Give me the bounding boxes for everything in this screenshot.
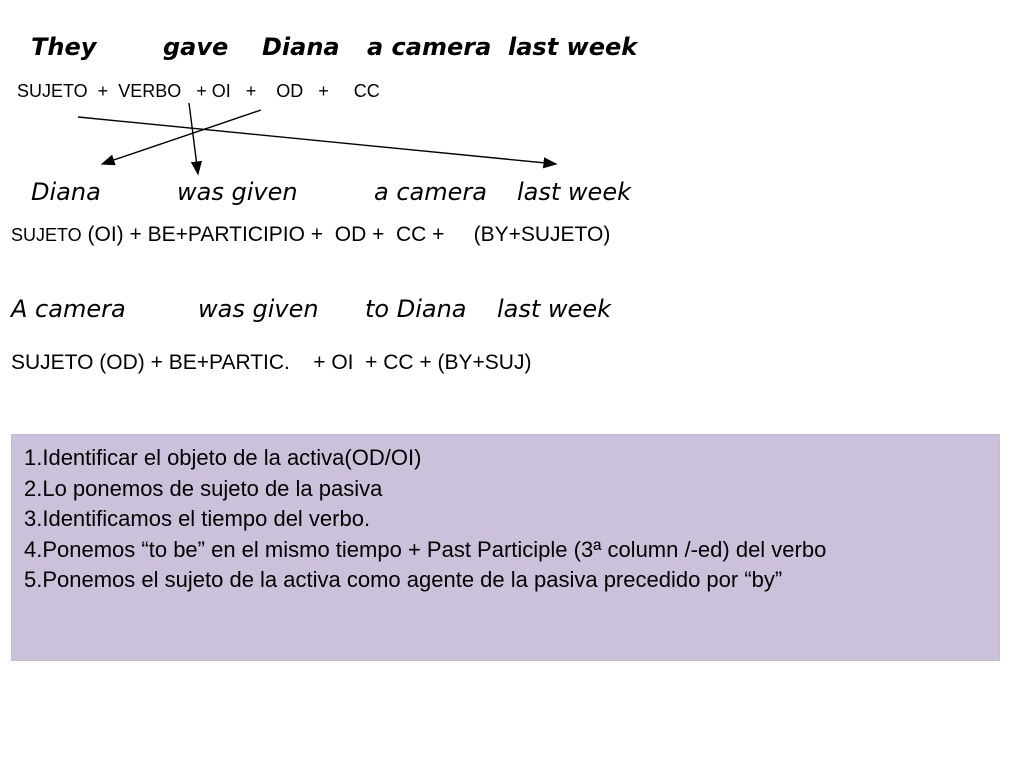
active-word-indirect-object: Diana <box>262 33 340 61</box>
step-5: 5.Ponemos el sujeto de la activa como ag… <box>24 567 783 592</box>
passive-oi-word-complement: last week <box>517 178 631 206</box>
active-word-complement: last week <box>508 33 638 61</box>
passive-od-word-indirect-object: to Diana <box>365 295 467 323</box>
arrow-verb-to-passive-verb <box>188 102 202 176</box>
steps-box: 1.Identificar el objeto de la activa(OD/… <box>11 434 1000 661</box>
passive-od-word-subject: A camera <box>11 295 126 323</box>
arrow-subject-to-agent <box>77 116 558 169</box>
passive-oi-word-subject: Diana <box>31 178 101 206</box>
passive-oi-word-direct-object: a camera <box>374 178 487 206</box>
passive-oi-formula-subject: SUJETO <box>11 225 82 245</box>
arrow-oi-to-subject <box>100 109 262 166</box>
passive-od-formula: SUJETO (OD) + BE+PARTIC. + OI + CC + (BY… <box>11 351 532 374</box>
passive-od-word-verb: was given <box>198 295 319 323</box>
step-2: 2.Lo ponemos de sujeto de la pasiva <box>24 475 383 501</box>
step-4: 4.Ponemos “to be” en el mismo tiempo + P… <box>24 536 827 562</box>
active-formula: SUJETO + VERBO + OI + OD + CC <box>17 81 380 101</box>
passive-oi-word-verb: was given <box>177 178 298 206</box>
passive-oi-formula-rest: (OI) + BE+PARTICIPIO + OD + CC + (BY+SUJ… <box>81 223 611 246</box>
step-1: 1.Identificar el objeto de la activa(OD/… <box>24 445 422 470</box>
active-word-subject: They <box>31 33 97 61</box>
active-word-direct-object: a camera <box>367 33 492 61</box>
passive-od-word-complement: last week <box>497 295 611 323</box>
steps-list: 1.Identificar el objeto de la activa(OD/… <box>24 443 987 596</box>
active-word-verb: gave <box>163 33 229 61</box>
passive-oi-formula: SUJETO (OI) + BE+PARTICIPIO + OD + CC + … <box>11 223 610 247</box>
step-3: 3.Identificamos el tiempo del verbo. <box>24 506 371 531</box>
